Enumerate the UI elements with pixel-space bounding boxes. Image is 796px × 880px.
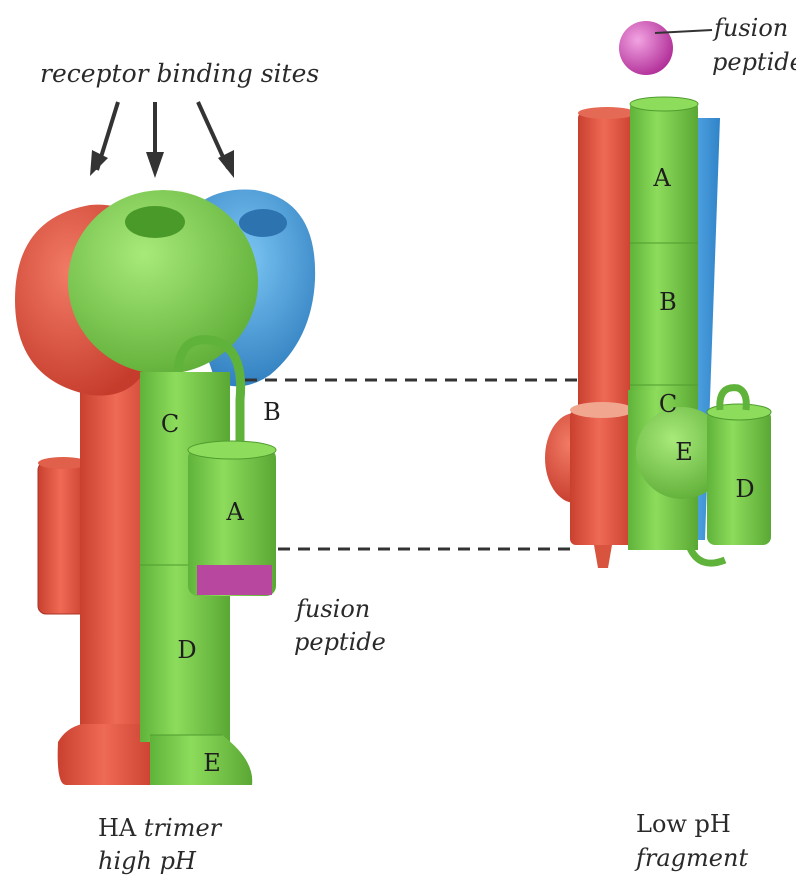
low-ph-fragment: A B C E D [545, 21, 771, 568]
fusion-peptide-right-line2: peptide [712, 48, 796, 76]
caption-right-line2: fragment [634, 844, 748, 872]
caption-left-plain: HA [98, 814, 144, 842]
receptor-arrows [97, 102, 228, 170]
caption-right-line1: Low pH [636, 810, 731, 838]
fusion-peptide-right-line1: fusion [712, 14, 788, 42]
caption-left-line2: high pH [98, 847, 197, 875]
fusion-peptide-ball [619, 21, 673, 75]
left-seg-e: E [203, 749, 221, 777]
left-seg-b: B [263, 398, 281, 426]
right-seg-b: B [659, 288, 677, 316]
ha-trimer-high-ph: C B A D E [15, 102, 315, 785]
fusion-peptide-left-line1: fusion [294, 595, 370, 623]
left-seg-d: D [177, 636, 196, 664]
right-seg-c: C [659, 390, 677, 418]
left-seg-c: C [161, 410, 179, 438]
receptor-binding-sites-label: receptor binding sites [40, 59, 319, 88]
caption-left-line1: HA trimer [98, 814, 223, 842]
right-seg-d: D [735, 475, 754, 503]
right-seg-e: E [675, 438, 693, 466]
left-seg-a: A [225, 498, 244, 526]
caption-left-italic: trimer [144, 814, 223, 842]
fusion-peptide-left-line2: peptide [294, 628, 386, 656]
right-red-monomer [545, 107, 636, 568]
right-seg-a: A [652, 164, 671, 192]
arrow-heads [90, 150, 234, 178]
